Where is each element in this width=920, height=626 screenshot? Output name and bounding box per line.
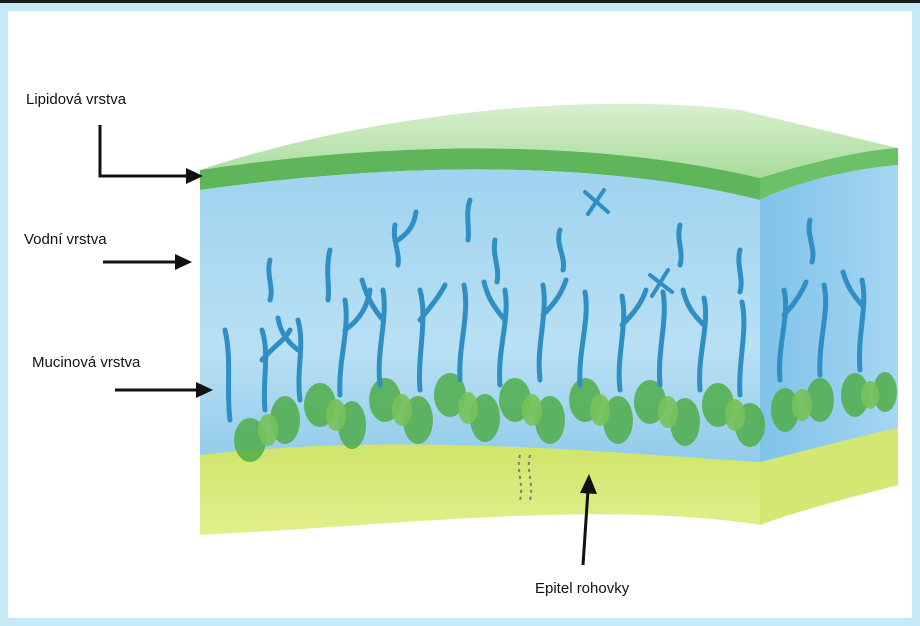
label-aqueous-layer: Vodní vrstva bbox=[24, 231, 107, 248]
label-corneal-epithelium: Epitel rohovky bbox=[535, 580, 629, 597]
label-mucin-layer: Mucinová vrstva bbox=[32, 354, 140, 371]
arrow-lipid bbox=[100, 125, 186, 176]
arrowhead-aqueous bbox=[175, 254, 192, 270]
label-lipid-layer: Lipidová vrstva bbox=[26, 91, 126, 108]
epithelium-base-front bbox=[200, 444, 760, 535]
